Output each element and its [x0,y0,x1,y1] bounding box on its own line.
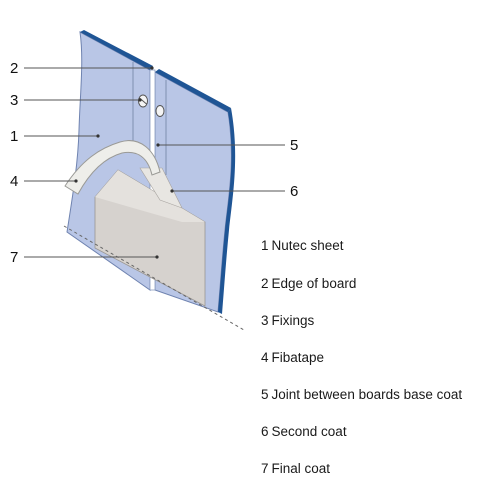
leader-dot-6 [170,189,174,193]
leader-dot-4 [74,179,78,183]
leader-dot-2 [150,66,154,70]
callout-4: 4 [10,173,18,190]
board-top-edge-left [80,30,153,70]
legend-text: Fixings [271,313,315,328]
legend-text: Second coat [271,424,347,439]
legend-text: Nutec sheet [271,238,344,253]
legend-number: 5 [261,387,269,402]
final-coat-top [95,170,205,222]
legend-number: 1 [261,238,269,253]
legend-number: 7 [261,461,269,476]
legend-text: Fibatape [271,350,325,365]
legend-number: 3 [261,313,269,328]
ground-dashed-line [63,225,245,331]
board-side-edge-right [218,108,236,314]
callout-5: 5 [290,137,298,154]
callout-7: 7 [10,249,18,266]
leader-dot-5 [156,143,160,147]
fixing-screw-right [155,105,165,117]
legend-number: 2 [261,276,269,291]
board-top-edge-right [155,69,231,112]
callout-6: 6 [290,183,298,200]
callout-3: 3 [10,92,18,109]
leader-dot-3 [138,98,142,102]
legend-number: 4 [261,350,269,365]
legend-number: 6 [261,424,269,439]
legend-text: Joint between boards base coat [271,387,463,402]
callout-1: 1 [10,128,18,145]
leader-dot-1 [96,134,100,138]
leader-dot-7 [155,255,159,259]
fibatape [64,140,161,195]
legend-text: Final coat [271,461,331,476]
callout-2: 2 [10,60,18,77]
legend-text: Edge of board [271,276,357,291]
